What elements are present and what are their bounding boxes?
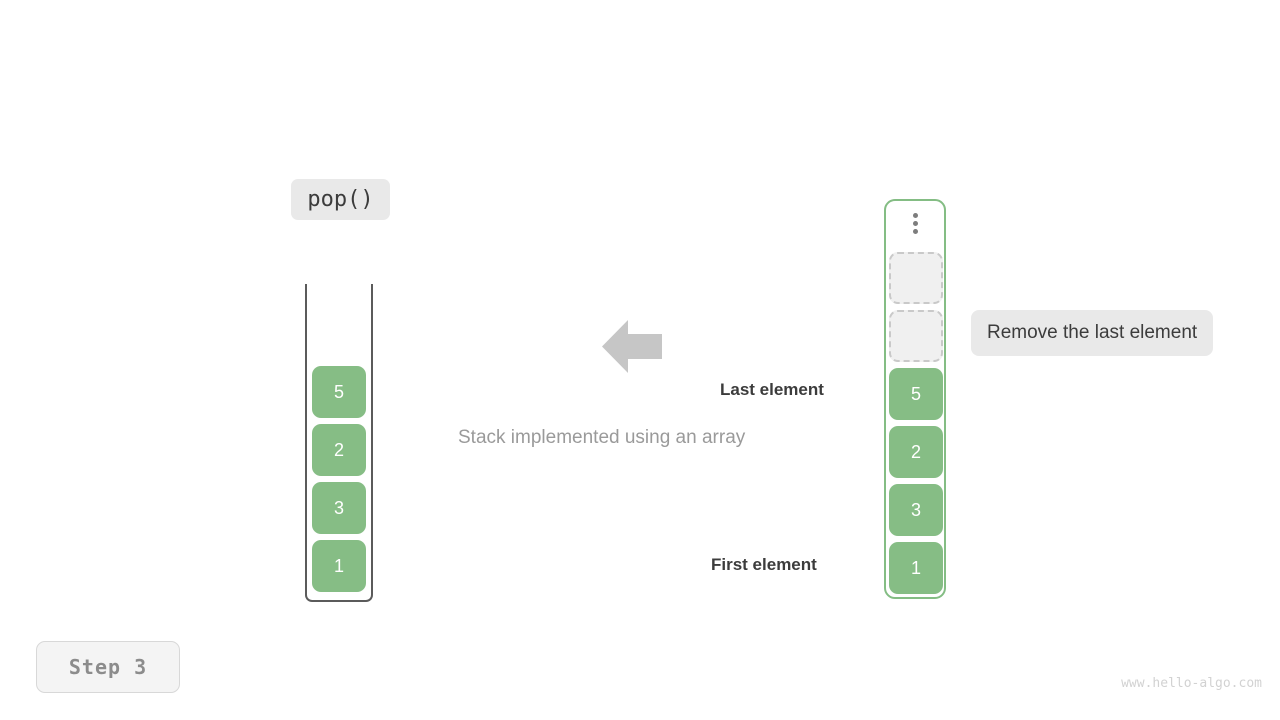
first-element-label: First element <box>711 555 817 574</box>
arrow-left-icon <box>602 319 662 374</box>
last-element-label: Last element <box>720 380 824 399</box>
stack-cell: 3 <box>889 484 943 536</box>
step-badge: Step 3 <box>36 641 180 693</box>
operation-chip: pop() <box>291 179 390 220</box>
stack-cell-empty <box>889 310 943 362</box>
stack-container: 5 2 3 1 <box>884 199 946 599</box>
array-cell: 1 <box>312 540 366 592</box>
array-container-walls <box>305 284 373 602</box>
ellipsis-dot <box>912 221 918 226</box>
ellipsis-dot <box>912 213 918 218</box>
stack-cell-empty <box>889 252 943 304</box>
array-cell: 3 <box>312 482 366 534</box>
stack-cell: 1 <box>889 542 943 594</box>
array-cell: 5 <box>312 366 366 418</box>
array-cell-list: 5 2 3 1 <box>312 366 366 592</box>
stack-cell: 5 <box>889 368 943 420</box>
array-container: 5 2 3 1 <box>305 284 373 602</box>
ellipsis-dot <box>912 229 918 234</box>
annotation-chip: Remove the last element <box>971 310 1214 356</box>
watermark: www.hello-algo.com <box>1121 676 1262 691</box>
diagram-caption: Stack implemented using an array <box>458 427 746 448</box>
stack-cell: 2 <box>889 426 943 478</box>
array-cell: 2 <box>312 424 366 476</box>
vertical-ellipsis-icon <box>886 213 944 234</box>
stack-cell-list: 5 2 3 1 <box>889 252 943 594</box>
